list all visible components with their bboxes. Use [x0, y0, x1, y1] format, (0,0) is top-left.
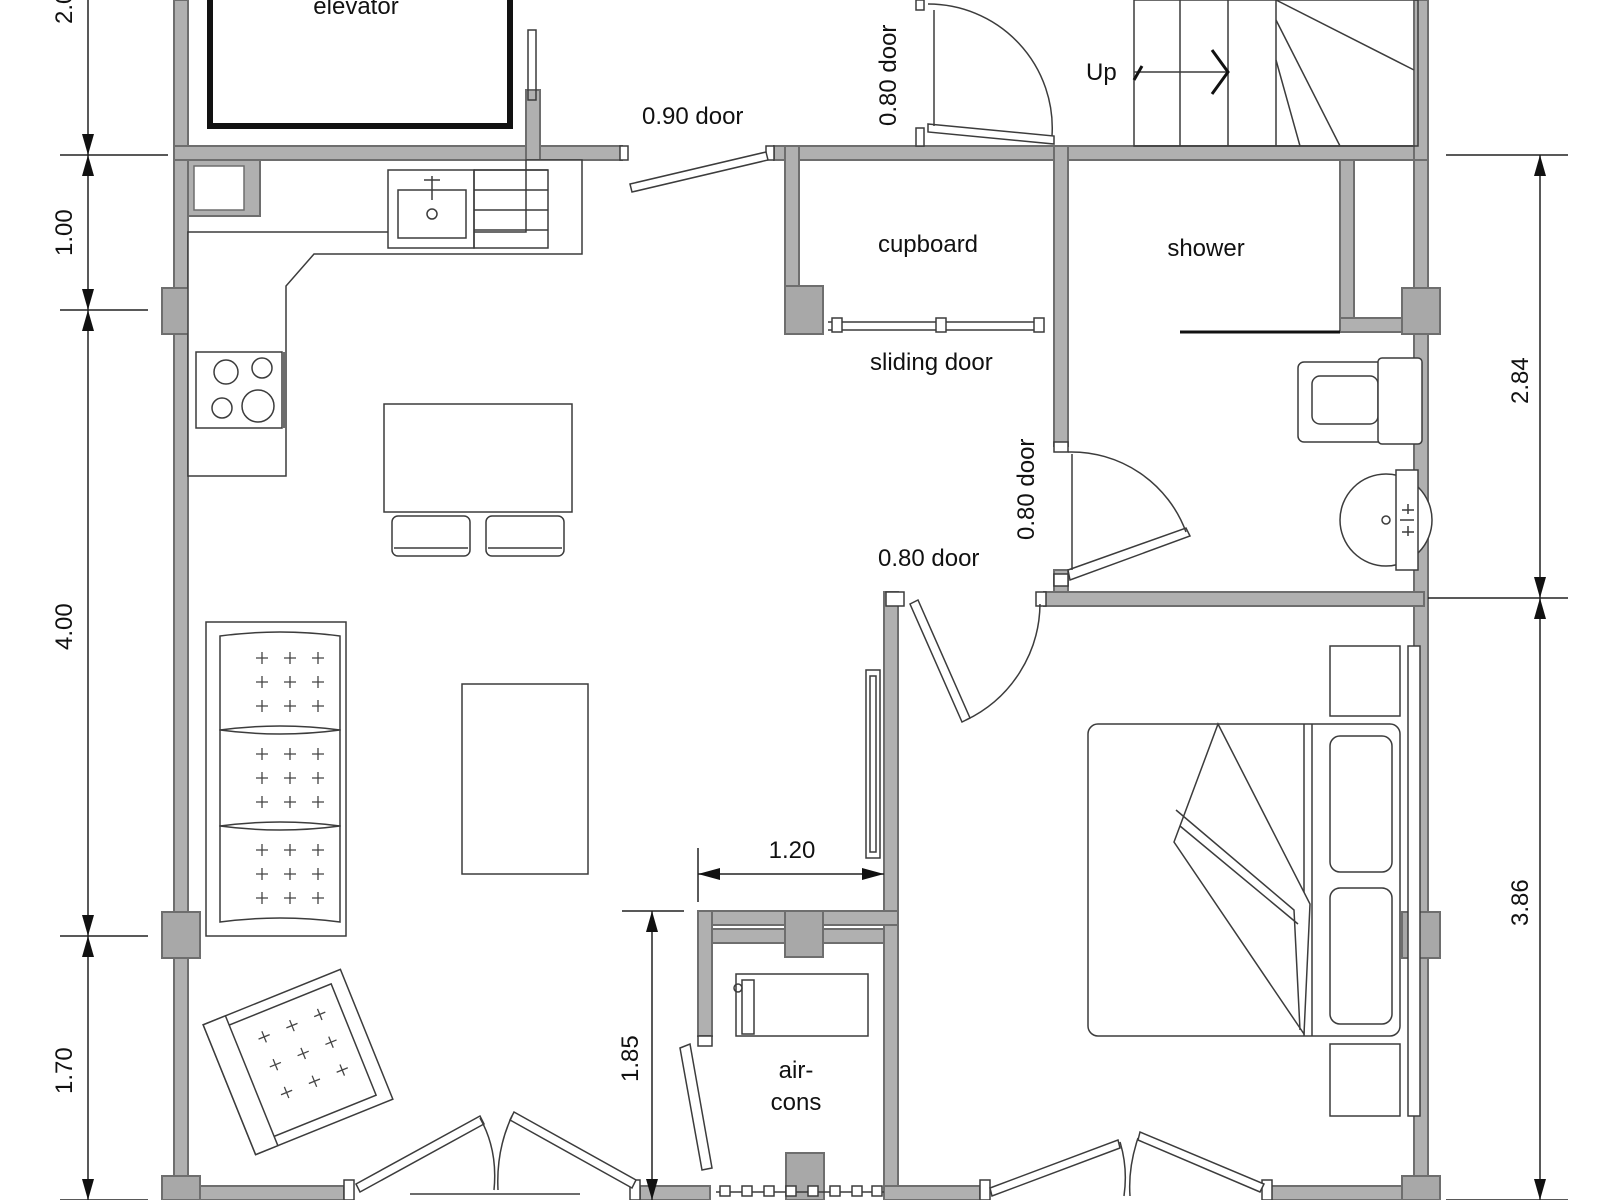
wall-stair-right — [1413, 0, 1429, 161]
column — [161, 1175, 201, 1200]
elevator-label: elevator — [313, 0, 398, 20]
column — [784, 285, 824, 335]
wall-cupboard-left — [784, 145, 800, 307]
stove — [195, 351, 285, 429]
sofa — [205, 621, 347, 937]
kitchen-counter — [187, 159, 583, 477]
wall-bottom-bed-left — [883, 1185, 981, 1200]
stair-door[interactable] — [915, 0, 1055, 147]
bathroom-door-label: 0.80 door — [1013, 439, 1040, 540]
dimension-aircons — [622, 910, 684, 1200]
dining-table — [383, 403, 573, 557]
dim-left-3: 1.70 — [51, 1047, 78, 1094]
bathroom-door[interactable] — [1053, 441, 1192, 587]
cupboard-label: cupboard — [878, 231, 978, 258]
dim-corridor-width: 1.20 — [769, 837, 816, 864]
wall-left — [173, 0, 189, 1200]
dimensions-right — [1428, 154, 1568, 1200]
nightstand-top — [1329, 645, 1401, 717]
wall-bedroom-left — [883, 591, 899, 1200]
dim-aircons-height: 1.85 — [617, 1035, 644, 1082]
column — [1401, 287, 1441, 335]
washbasin — [1339, 469, 1433, 571]
wall-top-right — [773, 145, 1425, 161]
armchair — [202, 968, 394, 1156]
bedroom-door[interactable] — [885, 591, 1047, 724]
sofa-tufts — [256, 652, 324, 904]
aircon-unit — [733, 973, 869, 1037]
living-patio-door[interactable] — [343, 1110, 641, 1200]
nightstand-bottom — [1329, 1043, 1401, 1117]
dim-left-2: 4.00 — [51, 603, 78, 650]
wall-top-left — [173, 145, 623, 161]
wall-bath-bedroom — [1043, 591, 1425, 607]
wall-aircons-left — [697, 910, 713, 1037]
bedroom-door-label: 0.80 door — [878, 545, 979, 572]
stair-door-label: 0.80 door — [875, 25, 902, 126]
dim-right-2: 3.86 — [1507, 879, 1534, 926]
aircons-door[interactable] — [679, 1035, 713, 1171]
dimension-corridor — [697, 848, 884, 902]
column — [784, 910, 824, 958]
elevator-shaft — [207, 0, 513, 129]
toilet — [1297, 357, 1423, 445]
front-door[interactable] — [619, 145, 775, 193]
dimensions-left — [60, 0, 168, 1200]
column — [161, 911, 201, 959]
front-door-label: 0.90 door — [642, 103, 743, 130]
cupboard-sliding-door[interactable] — [828, 317, 1045, 333]
dim-left-top: 2.00 — [51, 0, 78, 24]
aircons-vent — [716, 1185, 884, 1197]
shower-label: shower — [1167, 235, 1244, 262]
wall-cupboard-shower — [1053, 145, 1069, 447]
wall-shower-stub — [1339, 159, 1355, 331]
aircons-label-line2: cons — [771, 1089, 822, 1116]
stairs — [1132, 0, 1419, 147]
sliding-door-label: sliding door — [870, 349, 993, 376]
column — [1401, 1175, 1441, 1200]
headboard — [1407, 645, 1421, 1117]
wall-cabinet — [865, 669, 881, 859]
bed — [1087, 722, 1401, 1037]
coffee-table — [461, 683, 589, 875]
dim-right-1: 2.84 — [1507, 357, 1534, 404]
bedroom-patio-door[interactable] — [979, 1130, 1273, 1200]
stairs-up-label: Up — [1086, 59, 1117, 86]
aircons-label-line1: air- — [779, 1057, 814, 1084]
dim-left-1: 1.00 — [51, 209, 78, 256]
